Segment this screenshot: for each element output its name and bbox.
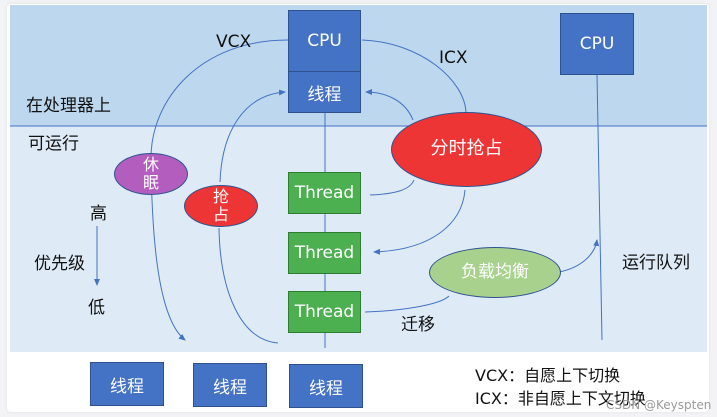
watermark: CSDN @Keyspten (606, 398, 712, 412)
legend-icx: ICX：非自愿上下文切换 (475, 389, 646, 408)
queue-thread-3: Thread (288, 291, 361, 333)
time-slice-preempt-ellipse: 分时抢占 (391, 112, 542, 187)
migrate-label: 迁移 (401, 315, 435, 335)
time-slice-to-thread-curve (365, 89, 414, 121)
region-label-on-processor: 在处理器上 (26, 96, 111, 116)
thread-to-time-slice-curve (369, 179, 415, 196)
legend-vcx: VCX：自愿上下切换 (475, 366, 621, 385)
load-balance-to-queue-curve (558, 239, 600, 273)
queue-thread-1: Thread (288, 172, 361, 214)
icx-label: ICX (439, 48, 468, 68)
migrate-curve (364, 295, 450, 313)
preempt-ellipse: 抢占 (184, 185, 258, 227)
icx-curve (361, 39, 467, 114)
cpu-box-2: CPU (560, 13, 634, 75)
waiting-thread-1: 线程 (90, 362, 164, 406)
run-queue-line (596, 74, 603, 341)
preempt-down-curve (218, 227, 279, 344)
priority-label: 优先级 (34, 254, 85, 274)
run-queue-label: 运行队列 (622, 253, 690, 273)
region-label-runnable: 可运行 (28, 134, 79, 154)
running-thread-box: 线程 (288, 71, 361, 113)
vcx-label: VCX (216, 32, 252, 52)
waiting-thread-3: 线程 (289, 364, 363, 408)
cpu-box: CPU (288, 10, 361, 72)
load-balance-ellipse: 负载均衡 (429, 247, 561, 298)
preempt-up-curve (219, 89, 286, 183)
time-slice-to-thread2-curve (373, 189, 466, 255)
queue-thread-2: Thread (288, 232, 361, 274)
sleep-ellipse: 休眠 (114, 153, 188, 195)
waiting-thread-2: 线程 (193, 363, 267, 407)
priority-high-label: 高 (90, 204, 107, 224)
priority-low-label: 低 (88, 298, 105, 318)
